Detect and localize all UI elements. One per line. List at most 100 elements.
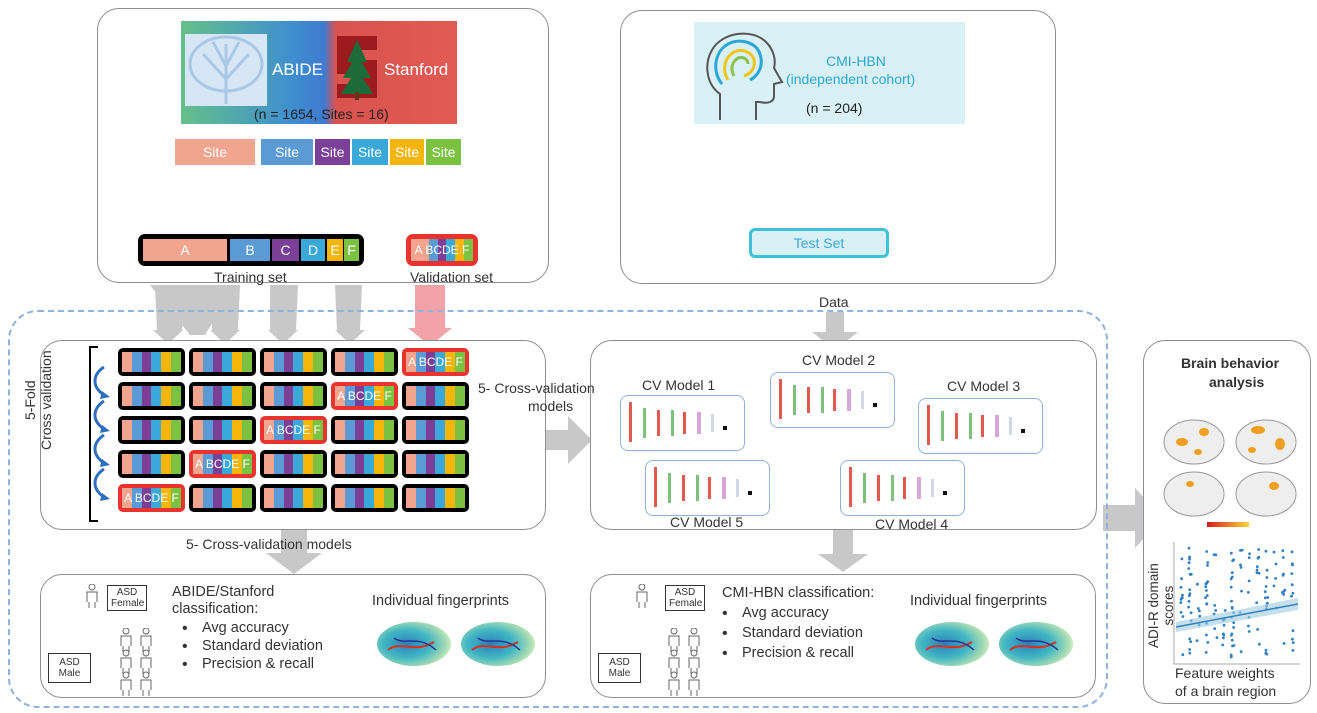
brain-behavior-title-line1: Brain behavior [1181,355,1280,371]
scatter-y-label: ADI-R domain scores [1146,563,1176,648]
site-5: Site [390,139,424,165]
behavior-scatter-plot [1173,542,1300,665]
cv-axis-label: 5-Fold Cross validation [22,350,54,450]
network-architecture-icon [849,467,947,507]
cmi-hbn-n: (n = 204) [806,100,863,116]
cv-training-fold [260,382,327,410]
asd-female-box-2: ASD Female [665,585,705,611]
network-architecture-icon [927,405,1025,445]
cv-model-5-title: CV Model 5 [670,514,744,530]
cv-model-2 [770,372,895,428]
cv-model-3-title: CV Model 3 [947,378,1021,394]
training-segment-c: C [272,239,299,261]
test-set-label: Test Set [793,235,845,251]
cmi-bullet-precision: Precision & recall [722,645,854,663]
cv-training-fold [189,382,256,410]
validation-to-grid-arrow [408,285,452,346]
abide-fingerprints-label: Individual fingerprints [372,593,510,609]
cmi-bullet-accuracy: Avg accuracy [722,605,829,623]
cv-axis-label-line1: 5-Fold [22,380,38,421]
cv-model-4 [840,460,965,516]
stanford-label: Stanford [384,60,449,79]
abide-classification-title-line1: ABIDE/Stanford [172,584,275,600]
site-4: Site [352,139,388,165]
abide-classification-title-line2: classification: [172,601,259,617]
male-figures-icon [118,627,162,696]
test-set-box: Test Set [749,228,889,258]
cv-model-3 [918,398,1043,454]
site-2: Site [261,139,313,165]
cv-training-fold [331,416,398,444]
training-set-label: Training set [214,269,287,285]
cv-training-fold [331,484,398,512]
training-to-grid-arrows [150,285,365,344]
cv-training-fold [260,348,327,376]
cv-training-fold [189,348,256,376]
cmi-classification-title: CMI-HBN classification: [722,585,875,601]
cv-training-fold [118,348,185,376]
cv-model-4-title: CV Model 4 [875,516,949,532]
data-label: Data [819,294,849,310]
cmi-hbn-banner [694,22,965,124]
cv-validation-fold-label: A BCDE F [266,423,321,437]
cv-training-fold [189,484,256,512]
training-segment-d: D [301,239,325,261]
cv-validation-fold: A BCDE F [118,484,185,512]
site-bar: Site Site Site Site Site Site [175,139,461,165]
cv-validation-fold: A BCDE F [402,348,469,376]
training-set-bar: A B C D E F [138,234,364,266]
cv-model-1-title: CV Model 1 [642,377,716,393]
cv-model-1 [620,395,745,451]
cv-training-fold [402,450,469,478]
model-training-region [8,310,1108,708]
cv-model-2-title: CV Model 2 [802,352,876,368]
cv-validation-fold-label: A BCDE F [195,457,250,471]
cv-training-fold [189,416,256,444]
asd-male-box: ASD Male [48,653,91,683]
cv-validation-fold: A BCDE F [189,450,256,478]
female-figure-icon [84,583,104,618]
brain-fingerprint-1 [374,620,454,670]
cv-bracket [89,346,110,522]
cv-training-fold [331,450,398,478]
cv-training-fold [402,382,469,410]
cv-validation-fold-label: A BCDE F [408,355,463,369]
cmi-fingerprints-label: Individual fingerprints [910,593,1048,609]
asd-male-box-2: ASD Male [598,653,641,683]
cmi-hbn-subtitle: (independent cohort) [786,71,916,87]
abide-bullet-precision: Precision & recall [182,656,314,674]
brain-fingerprint-3 [912,620,992,670]
scatter-y-label-line1: ADI-R domain [1146,563,1161,648]
validation-set-bar: A BCDE F [406,234,478,266]
cv-training-fold [402,416,469,444]
brain-maps [1163,419,1297,527]
network-architecture-icon [629,402,727,442]
male-figures-icon-2 [666,627,710,696]
cv-training-fold [331,348,398,376]
cmi-bullet-stddev: Standard deviation [722,625,863,643]
head-profile-icon [700,24,786,122]
network-architecture-icon [779,379,877,419]
cohort-n-label: (n = 1654, Sites = 16) [254,106,389,122]
cv-validation-fold-label: A BCDE F [124,491,179,505]
models-to-results-arrow [818,528,868,572]
site-3: Site [315,139,350,165]
scatter-y-label-line2: scores [1161,585,1176,626]
cv-validation-fold: A BCDE F [260,416,327,444]
models-arrow-label-line2: models [528,398,574,414]
cmi-hbn-title: CMI-HBN [826,53,886,69]
female-figure-icon-2 [634,583,654,618]
site-6: Site [426,139,461,165]
asd-female-box: ASD Female [107,585,147,611]
scatter-x-label-line2: of a brain region [1175,683,1277,699]
validation-set-segments: A BCDE F [414,243,470,257]
abide-bullet-stddev: Standard deviation [182,638,323,656]
validation-set-label: Validation set [410,269,494,285]
brain-behavior-title-line2: analysis [1209,374,1265,390]
stanford-logo [333,30,381,104]
cv-training-fold [260,450,327,478]
scatter-x-label-line1: Feature weights [1175,665,1275,681]
training-segment-a: A [143,239,227,261]
cv-training-fold [402,484,469,512]
